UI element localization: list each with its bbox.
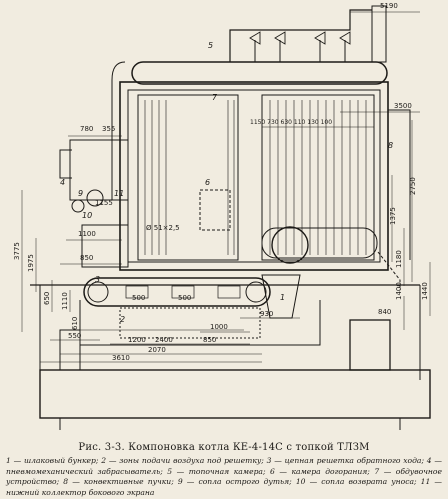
dim-1100: 1100 <box>78 230 96 238</box>
callout-8: 8 <box>388 141 393 150</box>
drawing-linework <box>21 5 431 430</box>
dim-2400: 2400 <box>155 336 173 344</box>
callout-2: 2 <box>120 315 125 324</box>
dim-610: 610 <box>71 317 79 330</box>
figure-legend: 1 — шлаковый бункер; 2 — зоны подачи воз… <box>6 456 442 498</box>
dim-1375: 1375 <box>389 207 397 225</box>
dim-3610: 3610 <box>112 354 130 362</box>
callout-4: 4 <box>60 178 65 187</box>
dim-1110: 1110 <box>61 292 69 310</box>
dim-1155: 1155 <box>95 199 113 207</box>
dim-780: 780 <box>80 125 93 133</box>
dim-840: 840 <box>378 308 391 316</box>
dim-850-top: 850 <box>80 254 93 262</box>
dim-1400: 1400 <box>395 282 403 300</box>
dim-2070: 2070 <box>148 346 166 354</box>
dim-355: 355 <box>102 125 115 133</box>
dim-5190: 5190 <box>380 2 398 10</box>
dim-3500: 3500 <box>394 102 412 110</box>
dim-930: 930 <box>260 310 273 318</box>
callout-5: 5 <box>208 41 213 50</box>
dim-650: 650 <box>43 292 51 305</box>
dim-550: 550 <box>68 332 81 340</box>
dim-1000: 1000 <box>210 323 228 331</box>
callout-7: 7 <box>212 93 218 102</box>
legend-text: 1 — шлаковый бункер; 2 — зоны подачи воз… <box>6 456 442 497</box>
callout-3: 3 <box>95 275 100 284</box>
figure-caption: Рис. 3-3. Компоновка котла КЕ-4-14С с то… <box>78 442 370 453</box>
dim-diameter: Ø 51×2,5 <box>146 224 180 232</box>
callout-6: 6 <box>205 178 210 187</box>
callout-11: 11 <box>114 189 124 198</box>
dim-row-a: 1150 730 630 110 130 100 <box>250 119 332 126</box>
boiler-drawing: 5190 780 355 3500 1150 730 630 110 130 1… <box>13 2 431 430</box>
dim-1440: 1440 <box>421 282 429 300</box>
dim-1200: 1200 <box>128 336 146 344</box>
dim-850-bottom: 850 <box>203 336 216 344</box>
callout-1: 1 <box>280 293 285 302</box>
dim-500-a: 500 <box>132 294 145 302</box>
dim-1180: 1180 <box>395 250 403 268</box>
callout-9: 9 <box>78 189 83 198</box>
dim-2750: 2750 <box>409 177 417 195</box>
dim-3775: 3775 <box>13 242 21 260</box>
dim-500-b: 500 <box>178 294 191 302</box>
dim-1975: 1975 <box>27 254 35 272</box>
callout-10: 10 <box>82 211 92 220</box>
